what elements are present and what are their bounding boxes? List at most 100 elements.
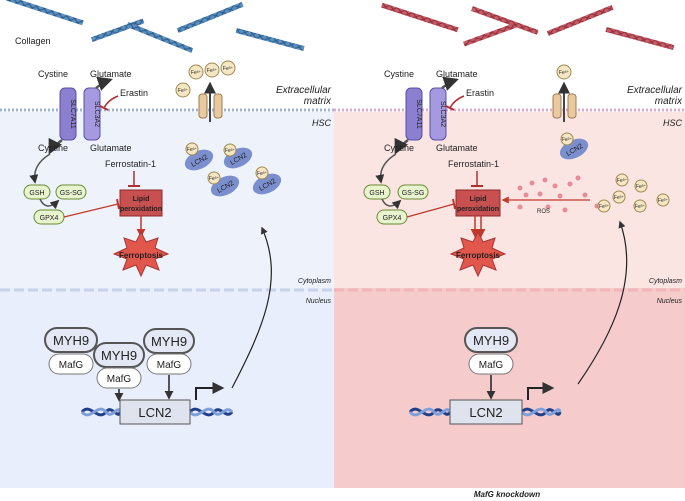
dna-helix-right: [188, 407, 234, 417]
gssg-node: [397, 184, 429, 200]
fe-ion-label: Fe³⁺: [599, 204, 610, 210]
fe-ion: [634, 179, 648, 193]
dna-strand: [408, 407, 562, 417]
myh9-label: MYH9: [53, 333, 89, 348]
collagen-fiber: [471, 6, 539, 35]
gsh-cycle-arrow: [381, 198, 402, 210]
gssg-label: GS-SG: [60, 190, 83, 197]
iron-channel: [552, 81, 577, 122]
cystine-in-label: Cystine: [384, 143, 414, 153]
myh9-label: MYH9: [101, 348, 137, 363]
fe-ion: [255, 166, 269, 180]
fe-ion-label: Fe³⁺: [562, 137, 573, 143]
mafg-label: MafG: [59, 360, 84, 371]
lcn2-fe-complex: LCN2 Fe³⁺: [252, 166, 282, 195]
lcn2-fe-complex: LCN2 Fe³⁺: [559, 132, 589, 160]
dna-helix-left: [408, 407, 452, 417]
fe-ion: [556, 64, 572, 80]
slc3a2-subunit: [429, 87, 447, 141]
ferrostatin-label: Ferrostatin-1: [105, 159, 156, 169]
cystine-import-arrow: [394, 137, 409, 155]
ros-dot: [567, 181, 573, 187]
erastin-inhibit-line: [103, 95, 119, 109]
ros-dot: [517, 204, 523, 210]
collagen-fiber: [463, 22, 517, 47]
glutamate-export-arrow: [95, 76, 113, 91]
fe-ion-label: Fe³⁺: [178, 88, 189, 94]
lipid-peroxidation-box: [119, 189, 163, 217]
gpx4-inhibit-line: [406, 203, 455, 218]
fe-ion-group-out: Fe³⁺ Fe³⁺ Fe³⁺ Fe³⁺: [175, 60, 236, 98]
lcn2-gene-box: [449, 399, 523, 425]
myh9-node: [464, 327, 518, 353]
cystine-import-arrow: [48, 137, 63, 155]
ros-dot: [529, 180, 535, 186]
mafg-node: [146, 353, 192, 375]
fe-ion: [633, 199, 647, 213]
fe-ion-label: Fe³⁺: [636, 184, 647, 190]
gssg-label: GS-SG: [402, 190, 425, 197]
ros-dot: [582, 192, 588, 198]
fe-ion: [560, 132, 574, 146]
erastin-inhibit-bar: [99, 105, 109, 111]
slc7a11-subunit: [405, 87, 423, 141]
gssg-node: [55, 184, 87, 200]
ferrostatin-label: Ferrostatin-1: [448, 159, 499, 169]
ros-dot: [552, 183, 558, 189]
lcn2-gene-box: [119, 399, 191, 425]
right-panel: Extracellular matrix HSC Cystine Glutama…: [334, 2, 685, 499]
hsc-label: HSC: [663, 118, 683, 128]
collagen-fiber: [6, 0, 84, 26]
ferroptosis-burst: [449, 230, 507, 278]
ros-label: ROS: [537, 209, 550, 215]
dna-helix-right: [520, 407, 562, 417]
fe-ion-group-in: Fe³⁺ Fe³⁺ Fe³⁺ Fe³⁺ Fe³⁺ Fe³⁺: [597, 173, 670, 213]
transcription-start-arrow: [195, 382, 225, 400]
cystine-in-label: Cystine: [38, 143, 68, 153]
gpx4-label: GPX4: [40, 215, 59, 222]
fe-ion-label: Fe³⁺: [617, 178, 628, 184]
fe-ion-label: Fe³⁺: [257, 171, 268, 177]
fe-ion-label: Fe³⁺: [658, 198, 669, 204]
erastin-label: Erastin: [120, 88, 148, 98]
fe-ion: [615, 173, 629, 187]
cystine-to-gsh-arrow: [29, 153, 51, 184]
glutamate-in-label: Glutamate: [90, 143, 132, 153]
fe-ion-label: Fe³⁺: [223, 66, 234, 72]
ros-dot: [523, 192, 529, 198]
lcn2-expression-arrow: [231, 226, 272, 389]
lcn2-fe-complex: LCN2 Fe³⁺: [184, 142, 214, 171]
mafg-label: MafG: [157, 360, 182, 371]
mafg-label: MafG: [479, 360, 504, 371]
fe-ion: [223, 143, 237, 157]
dna-strand: [80, 407, 234, 417]
myh9-label: MYH9: [151, 334, 187, 349]
fe-ion: [612, 190, 626, 204]
ros-dot: [557, 193, 563, 199]
extracellular-matrix-label-2: matrix: [304, 96, 332, 107]
cystine-out-label: Cystine: [384, 69, 414, 79]
ros-dot: [542, 177, 548, 183]
fe-ion: [185, 142, 199, 156]
myh9-mafg-complex: MYH9 MafG: [464, 327, 518, 375]
nucleus-label: Nucleus: [657, 298, 683, 305]
ferroptosis-burst: [112, 230, 170, 278]
fe-ion: [220, 60, 236, 76]
collagen-fiber: [126, 22, 194, 53]
left-nucleus-region: [0, 288, 334, 488]
fe-ion: [188, 64, 204, 80]
cytoplasm-label: Cytoplasm: [649, 278, 682, 285]
gsh-label: GSH: [29, 190, 44, 197]
fe-ion-label: Fe³⁺: [635, 204, 646, 210]
gpx4-inhibit-bar: [452, 198, 456, 210]
gpx4-inhibit-line: [63, 203, 119, 218]
myh9-mafg-complex: MYH9 MafG: [93, 342, 145, 389]
glutamate-in-label: Glutamate: [436, 143, 478, 153]
collagen-fiber: [381, 2, 459, 33]
cytoplasm-label: Cytoplasm: [298, 278, 331, 285]
fe-ion-label: Fe³⁺: [225, 148, 236, 154]
slc7a11-label: SLC7A11: [69, 99, 76, 129]
fe-ion: [207, 171, 221, 185]
lcn2-gene-label: LCN2: [138, 405, 171, 420]
